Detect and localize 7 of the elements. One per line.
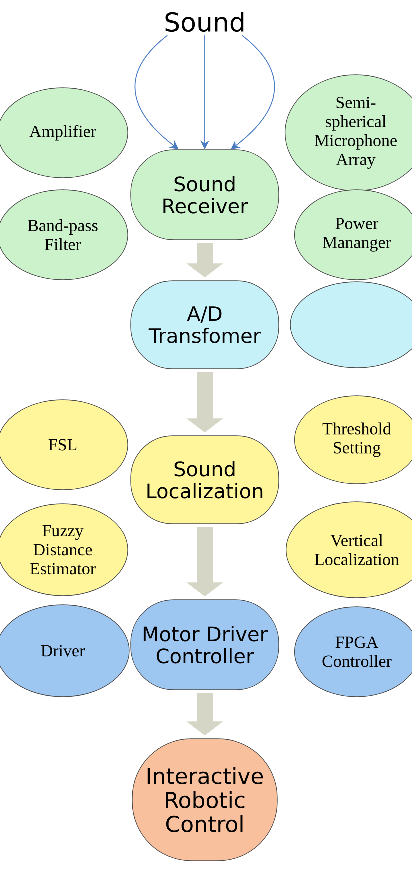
process-box: Sound Receiver <box>130 150 280 240</box>
process-box: Interactive Robotic Control <box>132 738 278 862</box>
process-box: A/D Transfomer <box>130 280 280 370</box>
heading-text: Sound <box>166 12 244 32</box>
process-box: Motor Driver Controller <box>130 600 280 690</box>
component-ellipse <box>290 282 412 368</box>
process-box: Sound Localization <box>130 436 280 524</box>
